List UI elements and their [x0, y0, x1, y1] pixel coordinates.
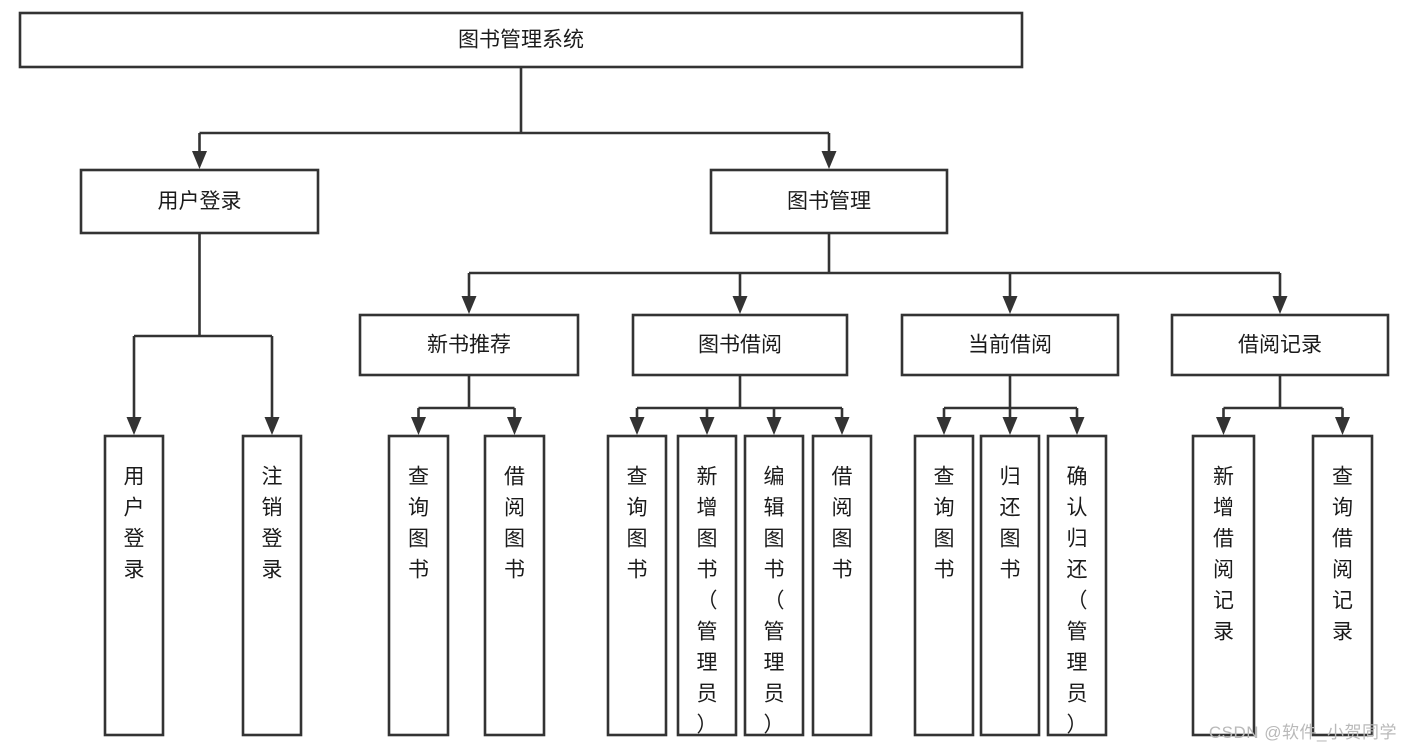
node-box-book-borrow[interactable] — [631, 313, 849, 377]
node-box-borrow-record[interactable] — [1170, 313, 1390, 377]
node-box-leaf-confirm-return[interactable] — [1046, 434, 1108, 737]
node-label-leaf-confirm-return: 确认归还（管理员） — [1067, 465, 1088, 736]
arrow-head-icon — [411, 417, 426, 435]
arrow-head-icon — [766, 417, 782, 435]
node-box-leaf-user-login[interactable] — [103, 434, 165, 737]
node-label-root: 图书管理系统 — [458, 29, 584, 52]
node-label-leaf-user-login: 用户登录 — [124, 465, 145, 581]
node-box-new-book-recommend[interactable] — [358, 313, 580, 377]
node-box-leaf-borrow-book[interactable] — [811, 434, 873, 737]
node-box-leaf-query-book-borrow[interactable] — [606, 434, 668, 737]
node-box-leaf-query-book-rec[interactable] — [387, 434, 450, 737]
arrow-head-icon — [699, 417, 715, 435]
node-label-leaf-return-book: 归还图书 — [1000, 465, 1021, 581]
node-leaf-borrow-book-rec[interactable]: 借阅图书 — [483, 434, 546, 737]
arrow-head-icon — [936, 417, 952, 435]
node-root[interactable]: 图书管理系统 — [18, 11, 1024, 69]
node-leaf-query-book-borrow[interactable]: 查询图书 — [606, 434, 668, 737]
node-box-user-login[interactable] — [79, 168, 320, 235]
node-label-current-borrow: 当前借阅 — [968, 334, 1052, 357]
node-book-borrow[interactable]: 图书借阅 — [631, 313, 849, 377]
node-leaf-return-book[interactable]: 归还图书 — [979, 434, 1041, 737]
node-label-book-manage: 图书管理 — [787, 190, 871, 213]
node-label-new-book-recommend: 新书推荐 — [427, 334, 511, 357]
node-label-leaf-borrow-book-rec: 借阅图书 — [504, 465, 525, 581]
arrow-head-icon — [192, 151, 207, 169]
node-leaf-query-record[interactable]: 查询借阅记录 — [1311, 434, 1374, 737]
node-layer: 图书管理系统用户登录图书管理新书推荐图书借阅当前借阅借阅记录用户登录注销登录查询… — [18, 11, 1390, 737]
node-box-leaf-user-logout[interactable] — [241, 434, 303, 737]
arrow-head-icon — [126, 417, 142, 435]
node-current-borrow[interactable]: 当前借阅 — [900, 313, 1120, 377]
arrow-head-icon — [821, 151, 837, 169]
node-leaf-query-book-rec[interactable]: 查询图书 — [387, 434, 450, 737]
node-label-borrow-record: 借阅记录 — [1238, 334, 1322, 357]
node-box-current-borrow[interactable] — [900, 313, 1120, 377]
arrow-head-icon — [1069, 417, 1085, 435]
node-box-leaf-query-book-cur[interactable] — [913, 434, 975, 737]
arrow-head-icon — [1002, 417, 1018, 435]
arrow-head-icon — [732, 296, 748, 314]
node-label-leaf-borrow-book: 借阅图书 — [832, 465, 853, 581]
arrow-head-icon — [1002, 296, 1018, 314]
node-leaf-edit-book[interactable]: 编辑图书（管理员） — [743, 434, 805, 737]
arrow-head-icon — [264, 417, 280, 435]
node-box-leaf-return-book[interactable] — [979, 434, 1041, 737]
node-label-book-borrow: 图书借阅 — [698, 334, 782, 357]
node-borrow-record[interactable]: 借阅记录 — [1170, 313, 1390, 377]
node-label-leaf-query-book-borrow: 查询图书 — [627, 465, 648, 581]
node-label-leaf-edit-book: 编辑图书（管理员） — [764, 465, 785, 736]
node-box-leaf-add-record[interactable] — [1191, 434, 1256, 737]
node-box-root[interactable] — [18, 11, 1024, 69]
node-user-login[interactable]: 用户登录 — [79, 168, 320, 235]
node-label-leaf-query-record: 查询借阅记录 — [1332, 465, 1353, 643]
node-book-manage[interactable]: 图书管理 — [709, 168, 949, 235]
node-label-leaf-user-logout: 注销登录 — [262, 465, 283, 581]
node-box-leaf-query-record[interactable] — [1311, 434, 1374, 737]
node-label-leaf-query-book-cur: 查询图书 — [934, 465, 955, 581]
arrow-head-icon — [834, 417, 850, 435]
node-leaf-add-book[interactable]: 新增图书（管理员） — [676, 434, 738, 737]
node-label-leaf-add-record: 新增借阅记录 — [1213, 465, 1234, 643]
node-new-book-recommend[interactable]: 新书推荐 — [358, 313, 580, 377]
node-leaf-add-record[interactable]: 新增借阅记录 — [1191, 434, 1256, 737]
node-leaf-query-book-cur[interactable]: 查询图书 — [913, 434, 975, 737]
node-label-leaf-add-book: 新增图书（管理员） — [697, 465, 718, 736]
arrow-head-icon — [1272, 296, 1288, 314]
node-leaf-user-logout[interactable]: 注销登录 — [241, 434, 303, 737]
node-label-leaf-query-book-rec: 查询图书 — [408, 465, 429, 581]
arrow-head-icon — [1216, 417, 1231, 435]
node-leaf-confirm-return[interactable]: 确认归还（管理员） — [1046, 434, 1108, 737]
arrow-head-icon — [461, 296, 477, 314]
node-box-leaf-borrow-book-rec[interactable] — [483, 434, 546, 737]
node-leaf-user-login[interactable]: 用户登录 — [103, 434, 165, 737]
node-box-book-manage[interactable] — [709, 168, 949, 235]
arrow-head-icon — [1335, 417, 1350, 435]
node-box-leaf-edit-book[interactable] — [743, 434, 805, 737]
arrow-head-icon — [629, 417, 645, 435]
connector-layer — [126, 67, 1350, 435]
arrow-head-icon — [507, 417, 522, 435]
node-box-leaf-add-book[interactable] — [676, 434, 738, 737]
node-leaf-borrow-book[interactable]: 借阅图书 — [811, 434, 873, 737]
node-label-user-login: 用户登录 — [158, 190, 242, 213]
